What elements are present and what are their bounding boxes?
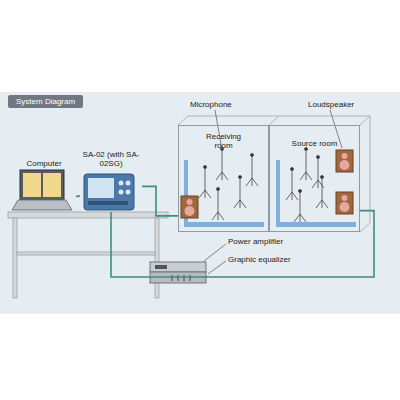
cable — [142, 186, 178, 216]
node-label: SA-02 (with SA-02SG) — [82, 150, 140, 168]
amplifier-equalizer — [150, 262, 206, 283]
device-box: SA-02 (with SA-02SG) — [80, 148, 142, 212]
room-box: Source room — [269, 125, 360, 232]
node-label: Computer — [26, 159, 61, 168]
floor-rail — [184, 160, 356, 227]
cable — [111, 211, 374, 277]
desk — [8, 212, 168, 298]
node-label: Source room — [292, 139, 338, 148]
device-box: Computer — [12, 150, 76, 212]
analyzer-device — [84, 174, 134, 210]
cable — [76, 195, 80, 197]
part-label: Loudspeaker — [308, 100, 354, 109]
loudspeaker — [181, 150, 353, 218]
room-perspective — [178, 116, 370, 232]
room-box: Receiving room — [178, 125, 269, 232]
node-label: Receiving room — [199, 132, 249, 150]
title-tab: System Diagram — [8, 95, 83, 108]
part-label: Microphone — [190, 100, 232, 109]
panel-background — [0, 92, 400, 314]
microphone-tripod — [199, 148, 328, 223]
part-label: Graphic equalizer — [228, 255, 291, 264]
laptop — [12, 170, 72, 210]
part-label: Power amplifier — [228, 237, 283, 246]
